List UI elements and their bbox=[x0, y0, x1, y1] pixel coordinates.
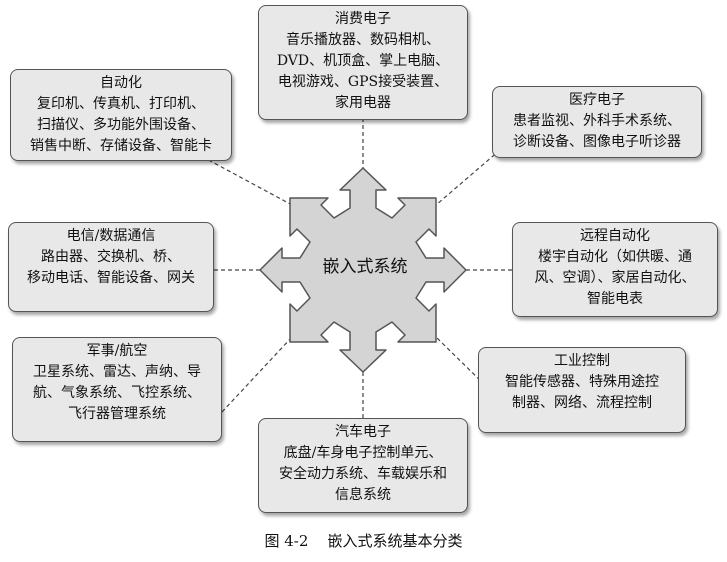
node-medical-electronics: 医疗电子 患者监视、外科手术系统、 诊断设备、图像电子听诊器 bbox=[492, 86, 702, 158]
node-industrial-control: 工业控制 智能传感器、特殊用途控 制器、网络、流程控制 bbox=[478, 347, 686, 433]
node-automation-line: 扫描仪、多功能外围设备、 bbox=[37, 117, 205, 133]
node-industrial-line: 智能传感器、特殊用途控 bbox=[505, 374, 659, 390]
node-automotive-line: 底盘/车身电子控制单元、 bbox=[283, 445, 443, 461]
node-automotive-line: 信息系统 bbox=[335, 487, 391, 503]
node-automation: 自动化 复印机、传真机、打印机、 扫描仪、多功能外围设备、 销售中断、存储设备、… bbox=[10, 69, 232, 161]
center-star-shape bbox=[259, 167, 467, 373]
node-military-title: 军事/航空 bbox=[86, 343, 148, 359]
node-medical-line: 患者监视、外科手术系统、 bbox=[513, 113, 681, 129]
node-consumer-line: DVD、机顶盒、掌上电脑、 bbox=[276, 53, 450, 69]
node-telecom-line: 路由器、交换机、桥、 bbox=[41, 249, 181, 265]
connector-lines bbox=[189, 118, 512, 418]
connector-automation bbox=[189, 149, 293, 206]
node-industrial-title: 工业控制 bbox=[554, 353, 610, 369]
node-consumer-line: 家用电器 bbox=[335, 95, 391, 111]
node-automation-line: 销售中断、存储设备、智能卡 bbox=[30, 138, 212, 154]
node-military-line: 卫星系统、雷达、声纳、导 bbox=[33, 364, 201, 380]
node-automotive-electronics: 汽车电子 底盘/车身电子控制单元、 安全动力系统、车载娱乐和 信息系统 bbox=[258, 418, 468, 513]
node-consumer-line: 音乐播放器、数码相机、 bbox=[286, 32, 440, 48]
node-consumer-title: 消费电子 bbox=[335, 11, 391, 27]
connector-industrial bbox=[435, 336, 491, 391]
node-medical-line: 诊断设备、图像电子听诊器 bbox=[513, 134, 681, 150]
node-automotive-line: 安全动力系统、车载娱乐和 bbox=[279, 466, 447, 482]
connector-military bbox=[221, 336, 293, 413]
node-telecom-datacom: 电信/数据通信 路由器、交换机、桥、 移动电话、智能设备、网关 bbox=[8, 222, 214, 312]
node-automation-line: 复印机、传真机、打印机、 bbox=[37, 96, 205, 112]
node-telecom-title: 电信/数据通信 bbox=[66, 228, 156, 244]
node-automation-title: 自动化 bbox=[100, 75, 142, 91]
node-military-line: 飞行器管理系统 bbox=[68, 406, 166, 422]
node-remote-line: 风、空调）、家居自动化、 bbox=[534, 270, 696, 286]
node-military-line: 航、气象系统、飞控系统、 bbox=[33, 385, 201, 401]
node-telecom-line: 移动电话、智能设备、网关 bbox=[27, 270, 195, 286]
node-consumer-line: 电视游戏、GPS接受装置、 bbox=[277, 74, 449, 90]
center-label: 嵌入式系统 bbox=[322, 257, 408, 277]
node-military-aerospace: 军事/航空 卫星系统、雷达、声纳、导 航、气象系统、飞控系统、 飞行器管理系统 bbox=[12, 337, 222, 442]
node-industrial-line: 制器、网络、流程控制 bbox=[512, 395, 652, 411]
node-consumer-electronics: 消费电子 音乐播放器、数码相机、 DVD、机顶盒、掌上电脑、 电视游戏、GPS接… bbox=[258, 5, 468, 120]
figure-caption: 图 4-2 嵌入式系统基本分类 bbox=[264, 532, 463, 550]
node-remote-title: 远程自动化 bbox=[580, 228, 650, 244]
node-remote-automation: 远程自动化 楼宇自动化（如供暖、通 风、空调）、家居自动化、 智能电表 bbox=[512, 222, 718, 317]
connector-medical bbox=[435, 149, 501, 206]
node-automotive-title: 汽车电子 bbox=[335, 424, 391, 440]
node-medical-title: 医疗电子 bbox=[569, 92, 625, 108]
node-remote-line: 智能电表 bbox=[587, 291, 643, 307]
node-remote-line: 楼宇自动化（如供暖、通 bbox=[538, 249, 692, 265]
